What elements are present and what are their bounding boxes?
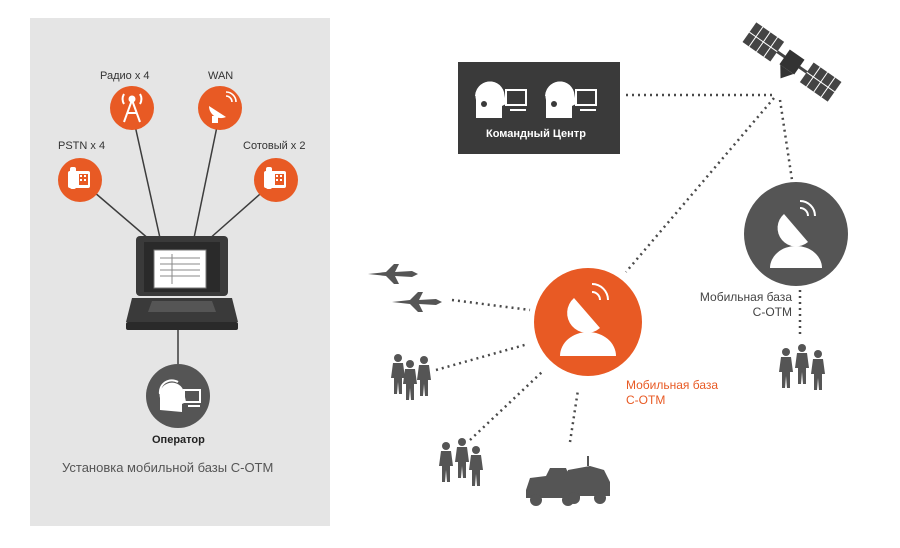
pstn-node — [58, 158, 102, 202]
operator-headset-icon — [545, 81, 597, 118]
phone-icon — [264, 167, 286, 189]
command-center-operators — [475, 81, 597, 118]
operator-headset-icon — [158, 379, 201, 412]
satellite-dish-icon — [208, 91, 237, 123]
pstn-label: PSTN x 4 — [58, 140, 106, 152]
mobile-base-orange-label: Мобильная база С-ОТМ — [626, 378, 718, 408]
laptop-case-icon — [126, 236, 238, 330]
mobile-base-orange-line2: С-ОТМ — [626, 393, 666, 407]
command-center-label: Командный Центр — [486, 128, 586, 140]
mobile-base-gray-line2: С-ОТМ — [752, 305, 792, 319]
cellular-node — [254, 158, 298, 202]
wan-label: WAN — [208, 70, 234, 82]
mobile-base-orange-line1: Мобильная база — [626, 378, 719, 392]
soldier-icon — [439, 438, 483, 486]
panel-caption: Установка мобильной базы С-ОТМ — [62, 460, 274, 475]
soldier-icon — [391, 354, 431, 400]
mobile-base-gray-label: Мобильная база С-ОТМ — [688, 290, 792, 320]
radio-label: Радио x 4 — [100, 70, 150, 82]
mobile-base-orange-node — [534, 268, 642, 376]
mobile-base-gray-line1: Мобильная база — [699, 290, 792, 304]
network-links — [435, 93, 802, 443]
soldier-icon — [779, 344, 825, 390]
operator-headset-icon — [475, 81, 527, 118]
vehicle-icon — [526, 456, 610, 506]
phone-icon — [68, 167, 90, 189]
satellite-dish-icon — [560, 283, 616, 356]
fighter-jet-icon — [368, 264, 442, 312]
cellular-label: Сотовый x 2 — [243, 140, 306, 152]
operator-label: Оператор — [152, 434, 205, 446]
satellite-icon — [742, 22, 842, 102]
radio-tower-icon — [121, 93, 143, 123]
operator-node — [146, 364, 210, 428]
satellite-dish-icon — [770, 200, 822, 268]
radio-node — [110, 86, 154, 130]
mobile-base-gray-node — [744, 182, 848, 286]
wan-node — [198, 86, 242, 130]
